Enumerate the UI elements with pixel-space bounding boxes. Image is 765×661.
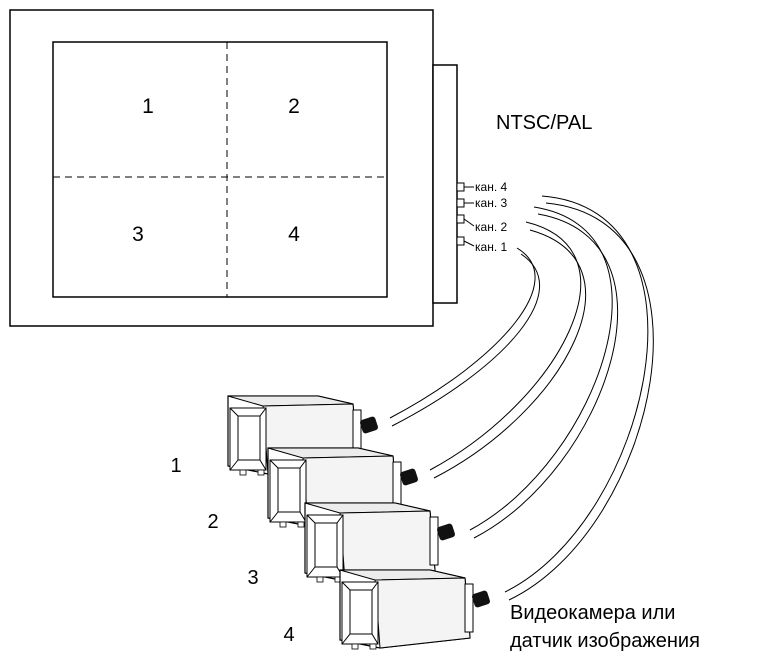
port-label-ch1: кан. 1 (475, 240, 507, 254)
camera-3-number: 3 (247, 567, 258, 589)
quadrant-2-label: 2 (288, 95, 300, 118)
port-label-ch2: кан. 2 (475, 220, 507, 234)
monitor-side-panel (432, 64, 458, 304)
cables (389, 195, 654, 601)
camera-2-number: 2 (207, 511, 218, 533)
camera-4 (339, 569, 492, 650)
port-label-ch3: кан. 3 (475, 196, 507, 210)
quadrant-4-label: 4 (288, 223, 300, 246)
quadrant-3-label: 3 (132, 223, 144, 246)
camera-1-number: 1 (170, 455, 181, 477)
quadrant-1-label: 1 (142, 95, 154, 118)
port-connectors (456, 182, 475, 247)
camera-caption-line2: датчик изображения (510, 630, 700, 652)
signal-label: NTSC/PAL (496, 112, 592, 134)
port-label-ch4: кан. 4 (475, 180, 507, 194)
camera-4-number: 4 (283, 624, 294, 646)
camera-caption-line1: Видеокамера или (510, 602, 675, 624)
monitor-screen (52, 41, 388, 298)
